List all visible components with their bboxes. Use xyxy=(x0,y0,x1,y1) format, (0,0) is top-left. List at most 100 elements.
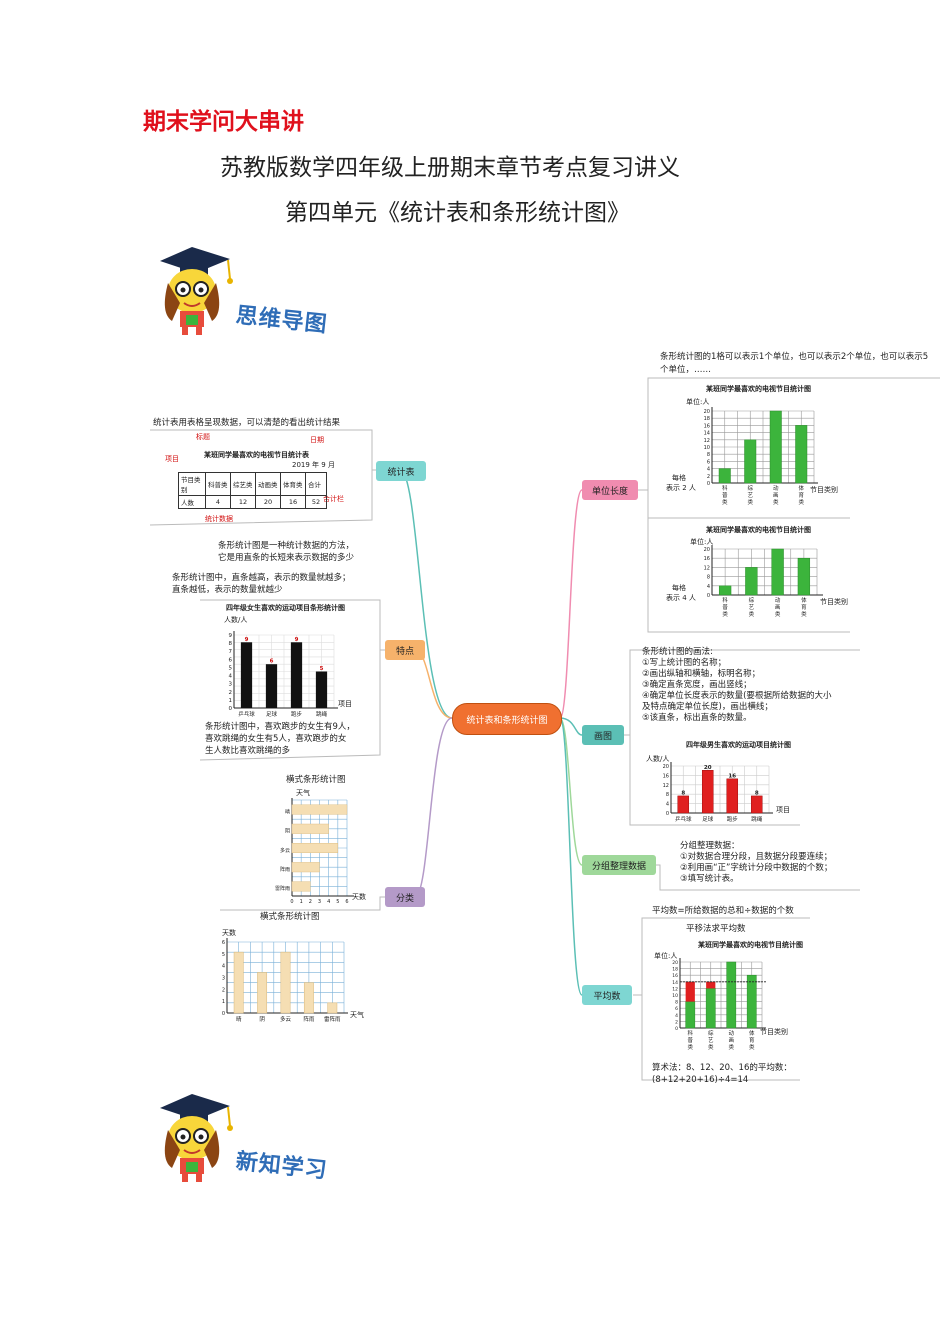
table-cell: 20 xyxy=(255,495,281,509)
x-tick-label: 动 xyxy=(775,597,781,604)
y-tick-label: 4 xyxy=(675,1013,678,1019)
x-tick-label: 类 xyxy=(722,498,728,506)
stat-table-date: 2019 年 9 月 xyxy=(292,461,335,469)
unit-chart2-note1: 每格 xyxy=(672,584,686,592)
x-tick-label: 0 xyxy=(290,899,293,905)
draw-chart-xlabel: 项目 xyxy=(776,806,790,814)
x-tick-label: 类 xyxy=(728,1043,734,1051)
x-tick-label: 综 xyxy=(749,596,755,604)
group-lines: 分组整理数据： ①对数据合理分段，且数据分段要连续； ②利用画“正”字统计分段中… xyxy=(680,841,832,885)
bar xyxy=(746,974,757,1029)
y-tick-label: 12 xyxy=(704,438,710,444)
y-tick-label: 12 xyxy=(663,783,669,789)
y-tick-label: 20 xyxy=(672,960,678,966)
x-tick-label: 跑步 xyxy=(291,710,303,718)
node-group: 分组整理数据 xyxy=(582,855,656,875)
bar-value-label: 6 xyxy=(270,659,274,665)
table-cell: 合计 xyxy=(305,472,327,496)
y-tick-label: 6 xyxy=(229,657,233,663)
unit-chart2-title: 某班同学最喜欢的电视节目统计图 xyxy=(706,526,811,534)
x-tick-label: 类 xyxy=(749,610,755,618)
draw-step: ⑤该直条，标出直条的数量。 xyxy=(642,713,752,723)
feature-desc3: 条形统计图中，直条越高，表示的数量就越多； xyxy=(172,573,351,583)
y-tick-label: 1 xyxy=(229,698,233,704)
y-tick-label: 雷阵雨 xyxy=(275,885,290,892)
x-tick-label: 阴 xyxy=(259,1015,265,1023)
y-tick-label: 8 xyxy=(675,1000,678,1006)
unit-chart1-note2: 表示 2 人 xyxy=(666,484,696,492)
y-tick-label: 8 xyxy=(666,792,669,798)
x-tick-label: 类 xyxy=(798,498,804,506)
y-tick-label: 2 xyxy=(222,987,225,993)
x-tick-label: 类 xyxy=(708,1043,714,1051)
x-tick-label: 艺 xyxy=(708,1037,714,1044)
avg-calc2: (8+12+20+16)÷4=14 xyxy=(652,1075,749,1085)
y-tick-label: 10 xyxy=(704,445,710,451)
feature-chart-xlabel: 项目 xyxy=(338,700,352,708)
annot-total: 合计栏 xyxy=(323,495,344,503)
y-tick-label: 8 xyxy=(229,641,233,647)
x-tick-label: 类 xyxy=(749,1043,755,1051)
unit-chart1-note1: 每格 xyxy=(672,474,686,482)
bar xyxy=(291,843,339,854)
feature-desc1: 条形统计图是一种统计数据的方法， xyxy=(218,541,355,551)
y-tick-label: 12 xyxy=(704,565,710,571)
hchart-ylabel: 天气 xyxy=(296,789,310,797)
y-tick-label: 7 xyxy=(229,649,233,655)
vchart-ylabel: 天数 xyxy=(222,929,236,937)
table-cell: 52 xyxy=(305,495,327,509)
bar xyxy=(769,410,782,484)
y-tick-label: 8 xyxy=(707,575,710,581)
y-tick-label: 6 xyxy=(707,459,710,465)
table-cell: 4 xyxy=(205,495,231,509)
y-tick-label: 4 xyxy=(707,467,710,473)
bar xyxy=(797,557,811,596)
avg-chart-xlabel: 节目类别 xyxy=(760,1028,788,1036)
x-tick-label: 普 xyxy=(722,491,728,499)
x-tick-label: 普 xyxy=(687,1036,693,1044)
table-cell: 12 xyxy=(230,495,256,509)
node-class: 分类 xyxy=(385,887,425,907)
unit-chart2-xlabel: 节目类别 xyxy=(820,598,848,606)
y-tick-label: 20 xyxy=(663,764,669,770)
group-line: ③填写统计表。 xyxy=(680,874,739,884)
title-line2: 第四单元《统计表和条形统计图》 xyxy=(285,200,630,226)
x-tick-label: 动 xyxy=(728,1030,734,1037)
group-line: ②利用画“正”字统计分段中数据的个数； xyxy=(680,863,833,873)
bar-value-label: 8 xyxy=(755,790,759,796)
vertical-bar-chart: 0123456晴阴多云阵雨雷阵雨 xyxy=(222,938,348,1023)
x-tick-label: 类 xyxy=(801,610,807,618)
center-node: 统计表和条形统计图 xyxy=(452,703,562,735)
draw-step: 及特点确定单位长度)，画出横线； xyxy=(642,702,773,712)
x-tick-label: 综 xyxy=(747,484,753,492)
y-tick-label: 14 xyxy=(672,980,678,986)
y-tick-label: 2 xyxy=(675,1019,678,1025)
bar xyxy=(315,671,328,708)
draw-step: ②画出纵轴和横轴，标明名称； xyxy=(642,669,761,679)
bar xyxy=(257,972,268,1014)
y-tick-label: 阵雨 xyxy=(280,866,290,873)
header-label: 期末学问大串讲 xyxy=(143,109,304,135)
title-line1: 苏教版数学四年级上册期末章节考点复习讲义 xyxy=(220,155,680,181)
unit-desc1: 条形统计图的1格可以表示1个单位，也可以表示2个单位，也可以表示5 xyxy=(660,352,929,362)
x-tick-label: 艺 xyxy=(747,492,753,499)
group-line: ①对数据合理分段，且数据分段要连续； xyxy=(680,852,833,862)
y-tick-label: 16 xyxy=(663,773,669,779)
x-tick-label: 乒乓球 xyxy=(238,710,255,718)
avg-calc1: 算术法：8、12、20、16的平均数： xyxy=(652,1063,792,1073)
bar xyxy=(795,425,808,484)
x-tick-label: 科 xyxy=(722,596,728,604)
feature-note2: 喜欢跳绳的女生有5人，喜欢跑步的女 xyxy=(205,734,347,744)
y-tick-label: 3 xyxy=(222,976,225,982)
y-tick-label: 4 xyxy=(707,584,710,590)
y-tick-label: 20 xyxy=(704,409,710,415)
y-tick-label: 0 xyxy=(707,481,710,487)
annot-title: 标题 xyxy=(196,433,210,441)
bar xyxy=(290,642,303,708)
draw-chart-ylabel: 人数/人 xyxy=(646,755,670,763)
x-tick-label: 动 xyxy=(773,485,779,492)
bar-value-label: 9 xyxy=(245,637,249,643)
x-tick-label: 综 xyxy=(708,1029,714,1037)
y-tick-label: 0 xyxy=(222,1011,225,1017)
